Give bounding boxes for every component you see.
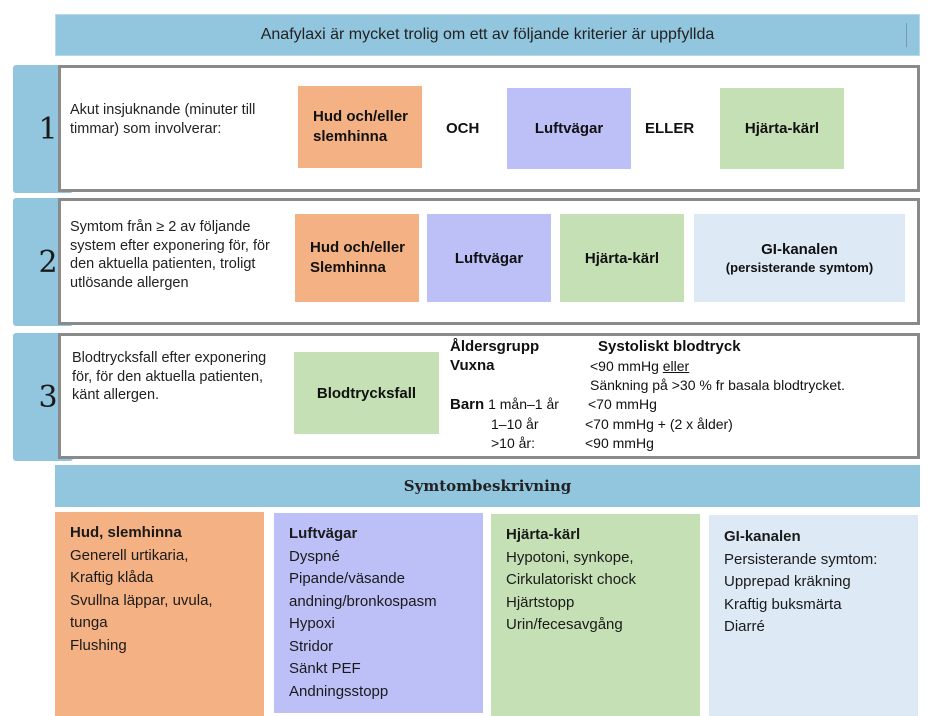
symptom-item: Andningsstopp [289,682,389,700]
criterion-1-airways-box: Luftvägar [507,88,631,169]
symptom-item: Flushing [70,636,127,654]
symptom-heading: Hjärta-kärl [506,526,581,543]
symptom-column-skin: Hud, slemhinna Generell urtikaria, Kraft… [55,512,264,716]
symptom-heading: Luftvägar [289,525,358,542]
symptom-item: Kraftig klåda [70,569,154,586]
criterion-number: 3 [38,379,58,415]
bp-value: <70 mmHg + (2 x ålder) [585,416,733,432]
symptom-item: Diarré [724,618,765,635]
symptom-list: Hypotoni, synkope, Cirkulatoriskt chock … [506,547,700,637]
criterion-3-bp-box: Blodtrycksfall [294,352,439,434]
bp-value: <90 mmHg [585,435,654,451]
symptom-column-cardio: Hjärta-kärl Hypotoni, synkope, Cirkulato… [491,514,700,716]
symptom-section-title: Symtombeskrivning [403,477,572,495]
symptom-column-airways: Luftvägar Dyspné Pipande/väsande andning… [274,513,483,713]
symptom-column-gi: GI-kanalen Persisterande symtom: Upprepa… [709,515,918,716]
symptom-item: Cirkulatoriskt chock [506,571,637,588]
page-title: Anafylaxi är mycket trolig om ett av föl… [260,26,715,43]
bp-children-row-1: Barn 1 mån–1 år [450,395,559,414]
bp-table: Åldersgrupp Systoliskt blodtryck Vuxna <… [450,337,920,457]
criterion-2-description: Symtom från ≥ 2 av följande system efter… [70,219,270,291]
bp-age: 1 mån–1 år [488,396,559,412]
bp-value: <70 mmHg [588,396,657,412]
gi-box-subtitle: (persisterande symtom) [725,260,874,275]
symptom-heading: Hud, slemhinna [70,524,182,541]
bp-age: 1–10 år [491,416,539,432]
symptom-item: Urin/fecesavgång [506,616,623,633]
criterion-1-cardio-box: Hjärta-kärl [720,88,844,169]
criterion-2-skin-box: Hud och/eller Slemhinna [295,214,419,302]
title-bar: Anafylaxi är mycket trolig om ett av föl… [55,14,920,56]
symptom-item: tunga [70,614,108,631]
symptom-item: Kraftig buksmärta [724,595,842,613]
criterion-3-panel [58,333,920,459]
criterion-3-description: Blodtrycksfall efter exponering för, för… [72,350,267,403]
symptom-list: Generell urtikaria, Kraftig klåda Svulln… [70,545,264,658]
symptom-item: Hjärtstopp [506,593,575,611]
symptom-item: Hypoxi [289,615,335,632]
bp-children-label: Barn [450,396,485,413]
symptom-item: Hypotoni, synkope, [506,548,634,566]
bp-age: >10 år: [491,435,535,451]
bp-adults-value2: Sänkning på >30 % fr basala blodtrycket. [590,377,845,393]
criterion-1-skin-box: Hud och/eller slemhinna [298,86,422,168]
criterion-number: 1 [38,111,58,147]
bp-adults-value-row: <90 mmHg eller [590,357,689,376]
bp-header-age: Åldersgrupp [450,338,540,355]
symptom-item: Upprepad kräkning [724,573,851,590]
symptom-item: Sänkt PEF [289,660,361,677]
or-connector: ELLER [645,120,695,137]
bp-adults-value: <90 mmHg [590,358,659,374]
bp-adults-label: Vuxna [450,357,495,374]
symptom-item: Stridor [289,637,334,655]
symptom-item: andning/bronkospasm [289,592,437,610]
symptom-item: Svullna läppar, uvula, [70,591,213,609]
bp-header-bp: Systoliskt blodtryck [598,338,741,355]
criterion-2-airways-box: Luftvägar [427,214,551,302]
criterion-1-description: Akut insjuknande (minuter till timmar) s… [70,102,256,137]
symptom-item: Dyspné [289,547,340,565]
symptom-list: Persisterande symtom: Upprepad kräkning … [724,549,918,639]
criterion-2-gi-box: GI-kanalen (persisterande symtom) [694,214,905,302]
symptom-section-header: Symtombeskrivning [55,465,920,507]
criterion-number: 2 [38,244,58,280]
criterion-2-cardio-box: Hjärta-kärl [560,214,684,302]
symptom-list: Dyspné Pipande/väsande andning/bronkospa… [289,546,483,704]
symptom-heading: GI-kanalen [724,528,801,545]
symptom-item: Pipande/väsande [289,570,405,587]
divider [906,23,907,47]
and-connector: OCH [446,120,480,137]
bp-adults-or: eller [662,358,690,374]
gi-box-title: GI-kanalen [761,241,838,258]
symptom-item: Generell urtikaria, [70,546,189,564]
symptom-item: Persisterande symtom: [724,550,878,568]
